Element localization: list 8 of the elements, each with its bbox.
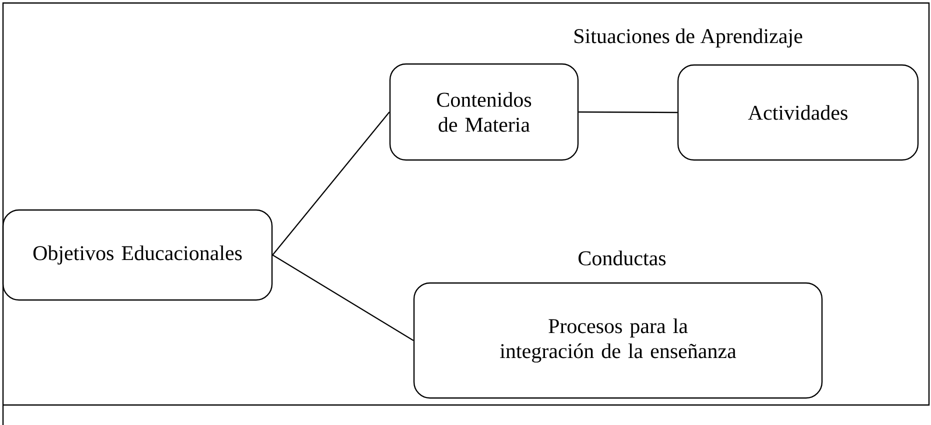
heading-label: Situaciones de Aprendizaje — [574, 28, 802, 48]
connector-line — [578, 111, 678, 114]
connector-line — [272, 112, 390, 256]
connector-line — [272, 254, 414, 341]
process-box: Contenidos de Materia — [389, 63, 579, 161]
process-box: Actividades — [677, 64, 919, 161]
process-box: Procesos para la integración de la enseñanza — [413, 282, 823, 399]
process-box: Objetivos Educacionales — [2, 209, 273, 301]
